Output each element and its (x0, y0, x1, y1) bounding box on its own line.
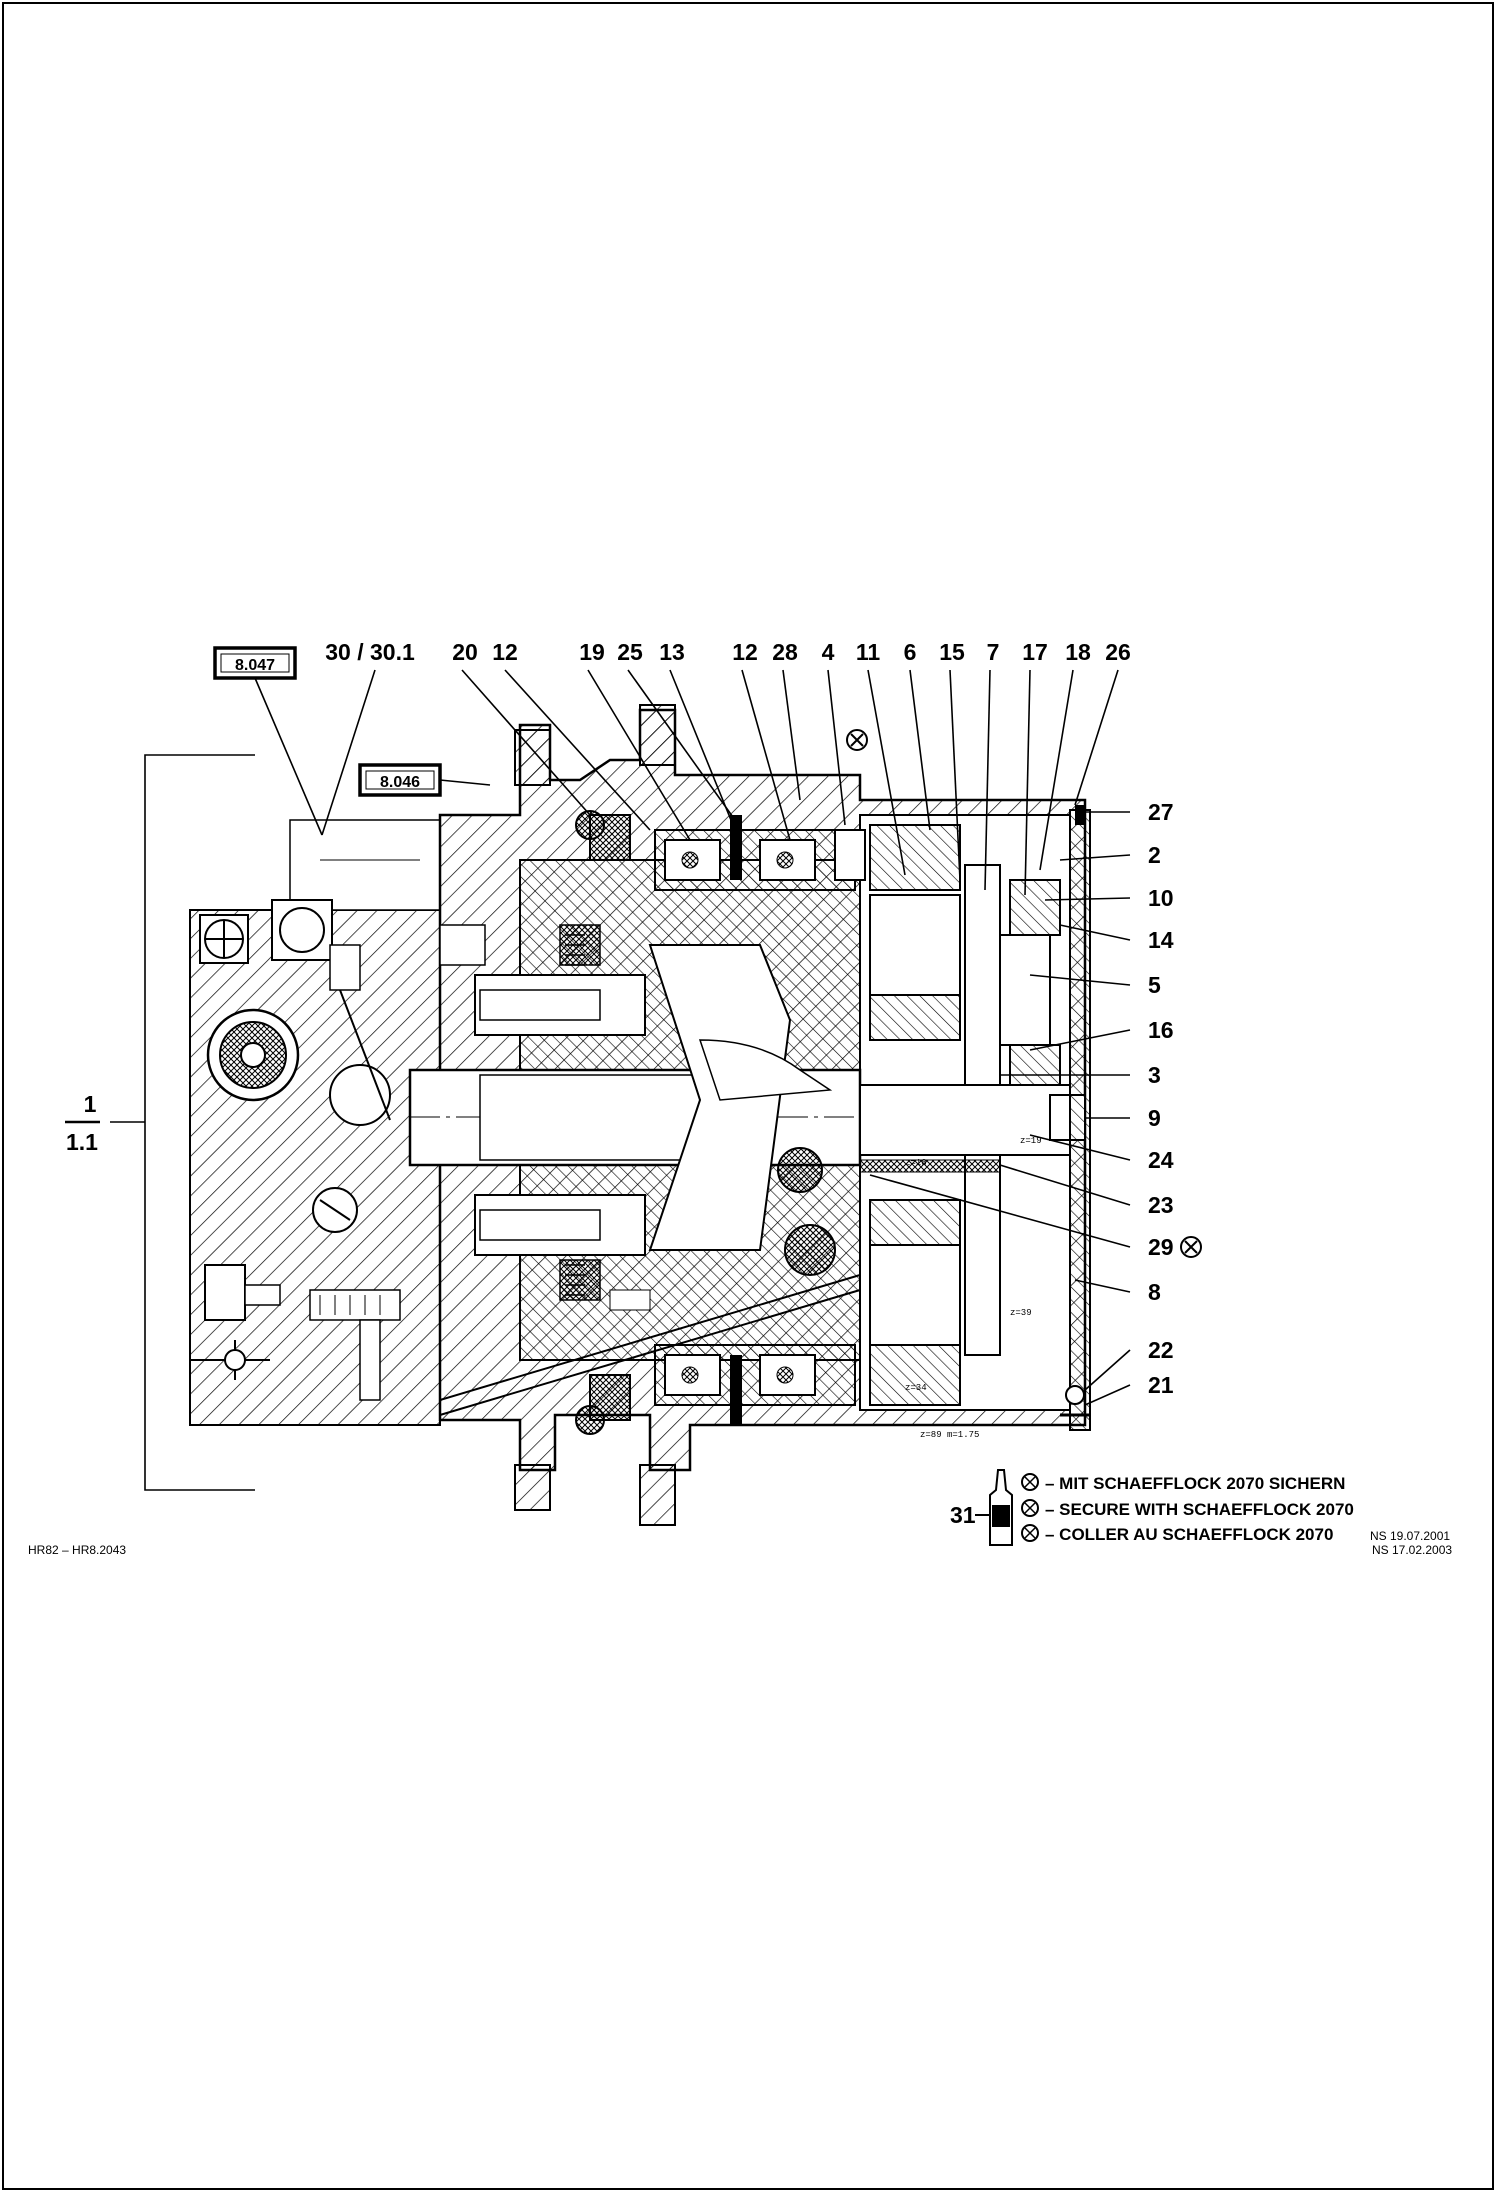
dim-z34: z=34 (905, 1383, 927, 1393)
mounting-flanges (514, 704, 676, 1526)
label-21: 21 (1148, 1372, 1174, 1398)
lock-symbol-icon (846, 729, 868, 751)
label-15: 15 (939, 639, 965, 665)
note-de: – MIT SCHAEFFLOCK 2070 SICHERN (1045, 1474, 1345, 1493)
valve-block (189, 819, 441, 1426)
label-26: 26 (1105, 639, 1131, 665)
dim-z39: z=39 (1010, 1308, 1032, 1318)
label-13: 13 (659, 639, 685, 665)
dim-z89: z=89 m=1.75 (920, 1430, 979, 1440)
footer-date-1: NS 19.07.2001 (1370, 1529, 1450, 1543)
label-10: 10 (1148, 885, 1174, 911)
label-4: 4 (822, 639, 835, 665)
label-31: 31 (950, 1502, 976, 1528)
label-22: 22 (1148, 1337, 1174, 1363)
label-25: 25 (617, 639, 643, 665)
label-8: 8 (1148, 1279, 1161, 1305)
label-9: 9 (1148, 1105, 1161, 1131)
label-27: 27 (1148, 799, 1174, 825)
label-19: 19 (579, 639, 605, 665)
footer-drawing-number: HR82 – HR8.2043 (28, 1543, 126, 1557)
planetary-gear-set: z=39 z=34 z=89 m=1.75 z=19 z=18 (859, 805, 1091, 1440)
footer-date-2: NS 17.02.2003 (1372, 1543, 1452, 1557)
lock-symbol-29-icon (1180, 1236, 1202, 1258)
label-24: 24 (1148, 1147, 1174, 1173)
svg-text:8.047: 8.047 (235, 657, 275, 674)
label-11: 11 (856, 639, 881, 665)
label-12a: 12 (492, 639, 518, 665)
right-item-labels: 27 2 10 14 5 16 3 9 24 23 29 8 22 21 (1148, 799, 1174, 1398)
adhesive-bottle-icon (975, 1469, 1013, 1546)
label-28: 28 (772, 639, 798, 665)
reference-box-8047[interactable]: 8.047 (213, 646, 297, 680)
label-20: 20 (452, 639, 478, 665)
note-fr: – COLLER AU SCHAEFFLOCK 2070 (1045, 1525, 1333, 1544)
label-17: 17 (1022, 639, 1048, 665)
dim-z18: z=18 (905, 1158, 927, 1168)
label-29: 29 (1148, 1234, 1174, 1260)
top-item-labels: 30 / 30.1 20 12 19 25 13 12 28 4 11 6 15… (325, 639, 1131, 665)
label-1-1: 1.1 (66, 1129, 98, 1155)
label-23: 23 (1148, 1192, 1174, 1218)
leader-lines (65, 669, 1131, 1491)
label-14: 14 (1148, 927, 1174, 953)
label-5: 5 (1148, 972, 1161, 998)
label-30-30-1: 30 / 30.1 (325, 639, 415, 665)
note-en: – SECURE WITH SCHAEFFLOCK 2070 (1045, 1500, 1354, 1519)
label-2: 2 (1148, 842, 1161, 868)
left-assembly-label: 1 1.1 (66, 1091, 98, 1155)
label-16: 16 (1148, 1017, 1174, 1043)
reference-box-8046[interactable]: 8.046 (358, 763, 442, 797)
svg-text:8.046: 8.046 (380, 774, 420, 791)
dim-z19: z=19 (1020, 1136, 1042, 1146)
label-7: 7 (987, 639, 1000, 665)
label-6: 6 (904, 639, 917, 665)
label-3: 3 (1148, 1062, 1161, 1088)
adhesive-notes: – MIT SCHAEFFLOCK 2070 SICHERN – SECURE … (1021, 1473, 1354, 1544)
label-12b: 12 (732, 639, 758, 665)
label-18: 18 (1065, 639, 1091, 665)
label-1: 1 (84, 1091, 97, 1117)
